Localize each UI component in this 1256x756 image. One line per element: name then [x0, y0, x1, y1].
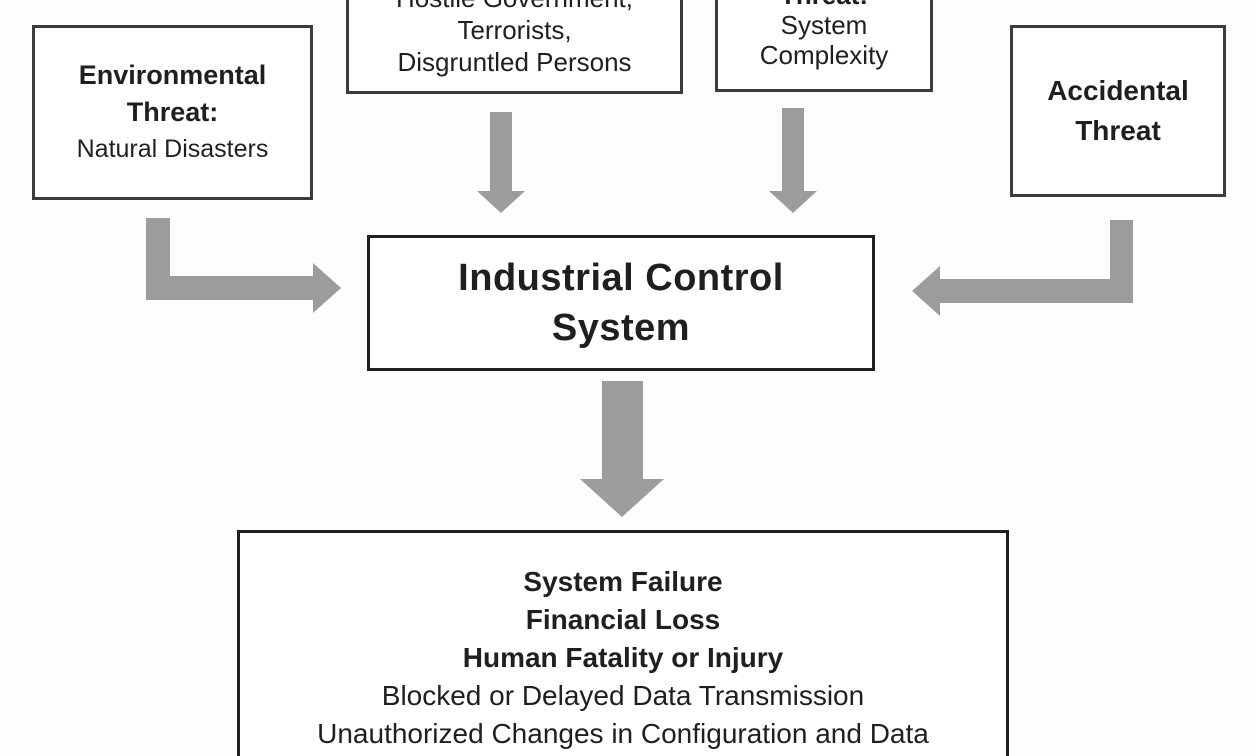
outcome-line-system-failure: System Failure	[523, 566, 723, 597]
accidental-threat-box: Accidental Threat	[1010, 25, 1226, 197]
hostile-threat-box: Hostile Government, Terrorists, Disgrunt…	[346, 0, 683, 94]
arrow-accidental-horizontal-shaft	[940, 279, 1133, 303]
structural-threat-line2: Complexity	[759, 40, 889, 70]
ics-title-line2: System	[551, 307, 691, 349]
accidental-threat-line1: Accidental	[1047, 75, 1189, 106]
outcome-line-unauthorized-changes: Unauthorized Changes in Configuration an…	[317, 718, 929, 749]
structural-threat-line1: System	[780, 10, 868, 40]
arrow-hostile-shaft	[490, 112, 512, 191]
outcome-line-blocked-transmission: Blocked or Delayed Data Transmission	[381, 680, 865, 711]
outcome-line-human-fatality: Human Fatality or Injury	[462, 642, 784, 673]
environmental-threat-box: Environmental Threat: Natural Disasters	[32, 25, 313, 200]
arrow-environmental-horizontal-shaft	[146, 276, 313, 300]
arrow-structural-shaft	[782, 108, 804, 191]
arrow-ics-shaft	[602, 381, 643, 480]
outcome-line-financial-loss: Financial Loss	[525, 604, 721, 635]
hostile-threat-line1: Hostile Government,	[349, 0, 680, 14]
accidental-threat-line2: Threat	[1075, 115, 1161, 146]
environmental-threat-title-line1: Environmental	[78, 60, 267, 90]
hostile-threat-line2: Terrorists,	[457, 15, 572, 45]
arrow-structural-head-down-icon	[769, 191, 817, 213]
arrow-hostile-head-down-icon	[477, 191, 525, 213]
environmental-threat-title-line2: Threat:	[126, 97, 219, 127]
ics-title-line1: Industrial Control	[458, 257, 784, 299]
arrow-ics-head-down-icon	[580, 479, 664, 517]
arrow-environmental-head-right-icon	[313, 263, 341, 313]
industrial-control-system-box: Industrial Control System	[367, 235, 875, 371]
arrow-accidental-head-left-icon	[912, 266, 940, 316]
environmental-threat-subtitle: Natural Disasters	[76, 135, 269, 163]
outcomes-box: System Failure Financial Loss Human Fata…	[237, 530, 1009, 756]
structural-threat-box: Threat: System Complexity	[715, 0, 933, 92]
structural-threat-header-partial: Threat:	[718, 0, 930, 10]
hostile-threat-line3: Disgruntled Persons	[397, 47, 632, 77]
